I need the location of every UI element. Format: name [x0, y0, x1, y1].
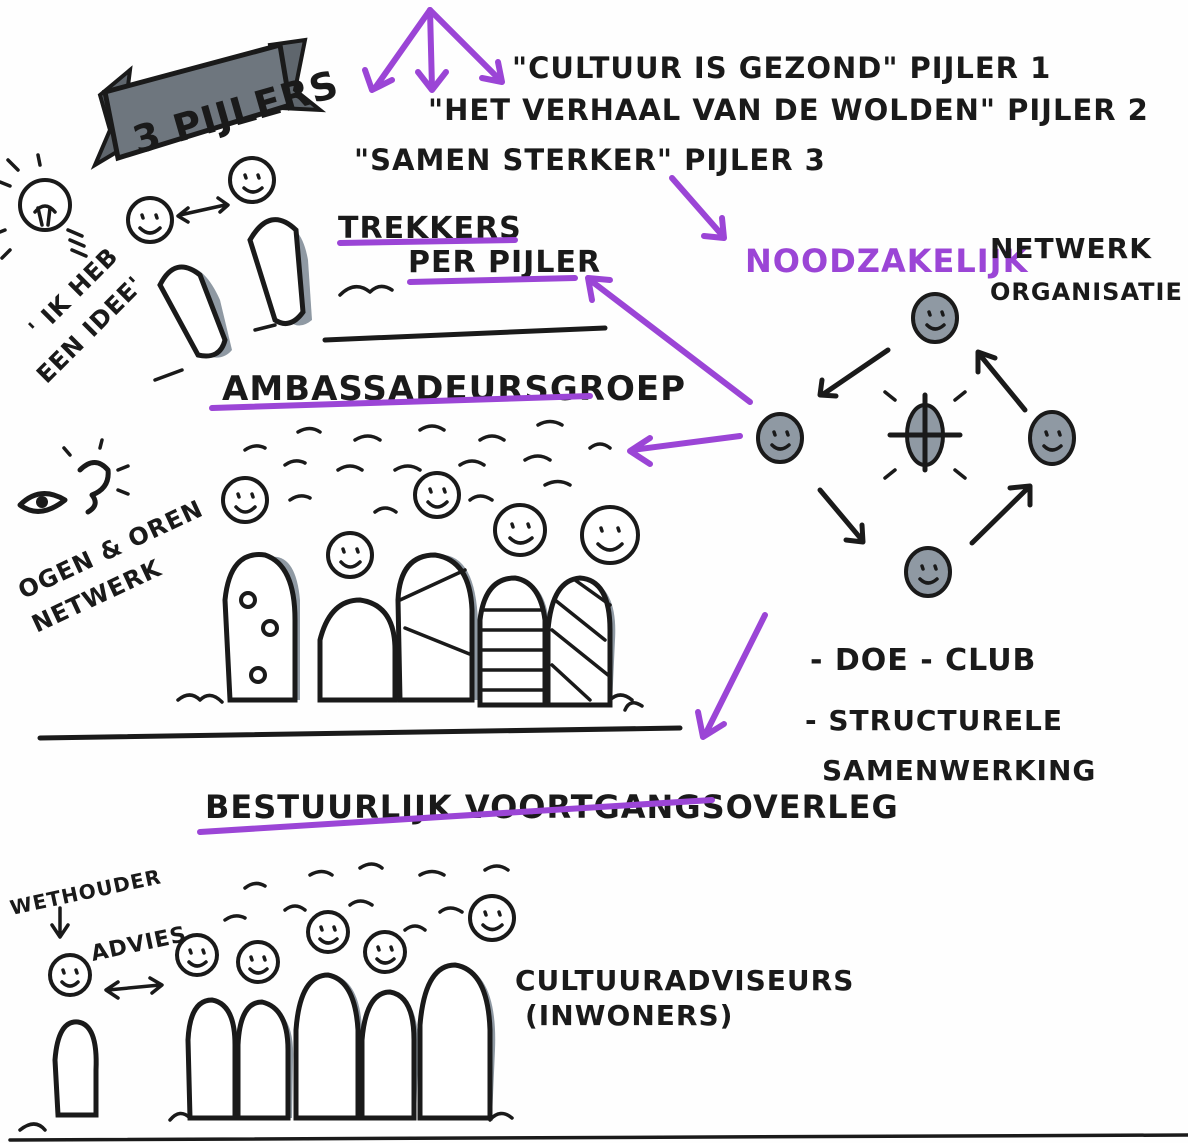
doe-item-1: - DOE - CLUB: [810, 643, 1036, 678]
pillar3-to-network-arrow: [669, 175, 725, 238]
cultuur-line-1: CULTUURADVISEURS: [515, 964, 854, 997]
trekker-body-2: [247, 217, 306, 327]
ambassadeurs-bodies: [176, 552, 644, 712]
doe-item-3: SAMENWERKING: [822, 754, 1096, 787]
trekker-face-1: [126, 196, 174, 244]
lightbulb-icon: [0, 153, 88, 260]
trekker-body-1: [157, 264, 228, 359]
ambassadeurs-faces: [221, 471, 640, 579]
bestuur-title: BESTUURLIJK VOORTGANGSOVERLEG: [205, 788, 899, 826]
network-highlight: NOODZAKELIJK: [745, 242, 1029, 280]
divider-top: [322, 325, 608, 343]
pillar-3-text: "SAMEN STERKER" PIJLER 3: [354, 143, 826, 177]
trekkers-underline-2: [407, 275, 578, 285]
crowd-dashes: [243, 419, 612, 514]
pillar-fan-arrows: [362, 7, 505, 93]
divider-middle: [37, 725, 683, 741]
adviseurs-dashes: [223, 862, 510, 932]
wethouder-figure: [48, 953, 99, 1118]
network-diagram: [756, 292, 1076, 598]
adviseurs-bodies: [8, 962, 1188, 1142]
wethouder-arrow: [50, 906, 70, 939]
ambassadeurs-underline: [209, 393, 593, 411]
trekkers-underline-1: [337, 237, 518, 246]
banner-3-pijlers: 3 PIJLERS: [90, 37, 344, 170]
network-rest: NETWERK: [990, 232, 1152, 265]
arrow-to-bestuur: [702, 612, 768, 738]
arrow-to-trekkers: [587, 277, 753, 405]
pillar-2-text: "HET VERHAAL VAN DE WOLDEN" PIJLER 2: [428, 93, 1149, 127]
trekkers-line-2: PER PIJLER: [408, 245, 601, 280]
arrow-to-ambassadeurs: [629, 433, 743, 453]
wethouder-label: WETHOUDER: [8, 864, 164, 919]
advies-label: ADVIES: [89, 922, 189, 967]
trekker-double-arrow: [176, 196, 230, 224]
advies-double-arrow: [104, 976, 164, 1000]
trekker-face-2: [228, 156, 276, 204]
bestuur-underline: [197, 797, 715, 835]
pillar-1-text: "CULTUUR IS GEZOND" PIJLER 1: [512, 51, 1051, 85]
doe-item-2: - STRUCTURELE: [805, 704, 1063, 737]
network-line-2: ORGANISATIE: [990, 278, 1183, 306]
trekkers-figures: [126, 156, 394, 382]
cultuur-line-2: (INWONERS): [525, 999, 733, 1032]
adviseurs-faces: [175, 894, 516, 984]
eye-ear-icon: [17, 438, 130, 515]
